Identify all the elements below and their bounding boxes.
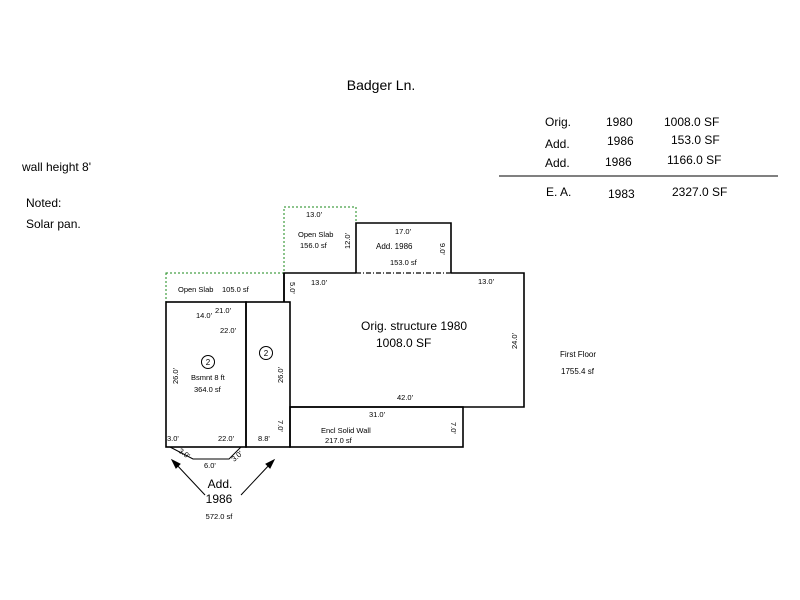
wall-height-note: wall height 8' [21, 160, 91, 174]
dimension: 26.0' [171, 367, 180, 384]
total-label: E. A. [546, 185, 571, 199]
dimension: 9.0' [438, 243, 447, 255]
dimension: 26.0' [276, 366, 285, 383]
row-area: 1008.0 SF [664, 115, 719, 129]
area-label: Add. 1986 [376, 242, 413, 251]
badge-number: 2 [206, 358, 211, 367]
addition-1986-top [355, 222, 452, 273]
dimension: 3.0' [177, 446, 192, 460]
dimension: 3.0' [167, 434, 179, 443]
dimension: 22.0' [220, 326, 237, 335]
solar-note: Solar pan. [26, 217, 81, 231]
dimension: 3.0' [230, 449, 245, 464]
area-size: 105.0 sf [222, 285, 250, 294]
dimension: 7.0' [276, 420, 285, 432]
dimension: 42.0' [397, 393, 414, 402]
enclosed-solid-wall [289, 406, 464, 448]
row-label: Orig. [545, 115, 571, 129]
row-area: 1166.0 SF [667, 153, 721, 167]
area-summary-table: Orig. 1980 1008.0 SF Add. 1986 153.0 SF … [499, 115, 778, 201]
dimension: 22.0' [218, 434, 235, 443]
dimension: 24.0' [510, 332, 519, 349]
floor-count-badge [201, 355, 215, 369]
dimension: 8.8' [258, 434, 270, 443]
basement-area-2 [245, 301, 291, 448]
area-size: 156.0 sf [300, 241, 328, 250]
area-label: Add. [208, 477, 233, 491]
noted-label: Noted: [26, 196, 61, 210]
area-label: Bsmnt 8 ft [191, 373, 226, 382]
row-area: 153.0 SF [671, 133, 720, 147]
area-size: 217.0 sf [325, 436, 353, 445]
area-year: 1986 [206, 492, 233, 506]
area-label: Open Slab [298, 230, 333, 239]
total-year: 1983 [608, 187, 635, 201]
dimension: 31.0' [369, 410, 386, 419]
area-size: 153.0 sf [390, 258, 418, 267]
dimension: 12.0' [343, 232, 352, 249]
area-label: Open Slab [178, 285, 213, 294]
area-size: 1008.0 SF [376, 336, 431, 350]
badge-number: 2 [264, 349, 269, 358]
dimension: 13.0' [478, 277, 495, 286]
dimension: 13.0' [306, 210, 323, 219]
row-label: Add. [545, 137, 570, 151]
row-year: 1980 [606, 115, 633, 129]
arrows [170, 458, 276, 496]
dimension: 14.0' [196, 311, 213, 320]
bay-window [169, 446, 242, 460]
area-label: Orig. structure 1980 [361, 319, 467, 333]
dimension: 21.0' [215, 306, 232, 315]
area-size: 572.0 sf [206, 512, 234, 521]
dimension: 13.0' [311, 278, 328, 287]
floor-name: First Floor [560, 350, 596, 359]
dimension: 5.0' [288, 282, 297, 294]
dimension: 7.0' [449, 422, 458, 434]
total-area: 2327.0 SF [672, 185, 727, 199]
dimension: 17.0' [395, 227, 412, 236]
area-size: 364.0 sf [194, 385, 222, 394]
street-title: Badger Ln. [347, 77, 416, 93]
row-year: 1986 [607, 134, 634, 148]
row-year: 1986 [605, 155, 632, 169]
area-label: Encl Solid Wall [321, 426, 371, 435]
floor-count-badge [259, 346, 273, 360]
row-label: Add. [545, 156, 570, 170]
dimension: 6.0' [204, 461, 216, 470]
floor-area: 1755.4 sf [561, 367, 595, 376]
